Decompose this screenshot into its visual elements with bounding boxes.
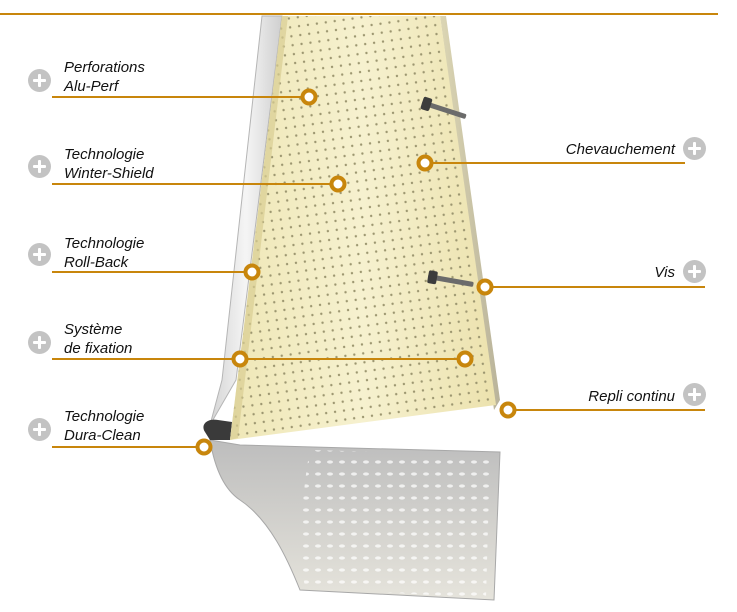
plus-circle-icon[interactable]: [28, 418, 51, 441]
hotspot-alu-perf[interactable]: [300, 88, 318, 106]
callout-line2: Winter-Shield: [64, 165, 154, 182]
callout-vis[interactable]: Vis: [654, 263, 675, 282]
plus-circle-icon[interactable]: [28, 243, 51, 266]
hotspot-vis[interactable]: [476, 278, 494, 296]
callout-line1: Technologie: [64, 408, 145, 425]
callout-line1: Chevauchement: [565, 141, 675, 158]
callout-alu-perf[interactable]: Perforations Alu-Perf: [64, 58, 145, 96]
plus-circle-icon[interactable]: [683, 260, 706, 283]
plus-circle-icon[interactable]: [28, 69, 51, 92]
callout-line1: Vis: [654, 264, 675, 281]
callout-line2: Alu-Perf: [64, 78, 119, 95]
gutter-front-lip: [203, 419, 232, 440]
callout-winter-shield[interactable]: Technologie Winter-Shield: [64, 145, 154, 183]
gutter-back-wall: [209, 15, 283, 426]
callout-roll-back[interactable]: Technologie Roll-Back: [64, 234, 144, 272]
screw-bottom: [427, 270, 474, 287]
hotspot-repli[interactable]: [499, 401, 517, 419]
callout-line1: Technologie: [64, 235, 145, 252]
callout-line1: Technologie: [64, 146, 145, 163]
callout-line2: de fixation: [64, 340, 133, 357]
hotspot-winter-shield[interactable]: [329, 175, 347, 193]
screw-top: [420, 96, 467, 119]
hotspot-chevauchement[interactable]: [416, 154, 434, 172]
callout-line1: Perforations: [64, 59, 145, 76]
callout-chevauchement[interactable]: Chevauchement: [566, 140, 675, 159]
callout-line1: Système: [64, 321, 123, 338]
callout-dura-clean[interactable]: Technologie Dura-Clean: [64, 407, 144, 445]
plus-circle-icon[interactable]: [28, 155, 51, 178]
hotspot-fixation-right[interactable]: [456, 350, 474, 368]
callout-line1: Repli continu: [588, 388, 675, 405]
callout-line2: Dura-Clean: [64, 427, 141, 444]
callout-line2: Roll-Back: [64, 254, 129, 271]
hotspot-fixation-left[interactable]: [231, 350, 249, 368]
hotspot-roll-back[interactable]: [243, 263, 261, 281]
plus-circle-icon[interactable]: [28, 331, 51, 354]
plus-circle-icon[interactable]: [683, 383, 706, 406]
callout-repli[interactable]: Repli continu: [588, 387, 675, 406]
plus-circle-icon[interactable]: [683, 137, 706, 160]
hotspot-dura-clean[interactable]: [195, 438, 213, 456]
callout-fixation[interactable]: Système de fixation: [64, 320, 132, 358]
